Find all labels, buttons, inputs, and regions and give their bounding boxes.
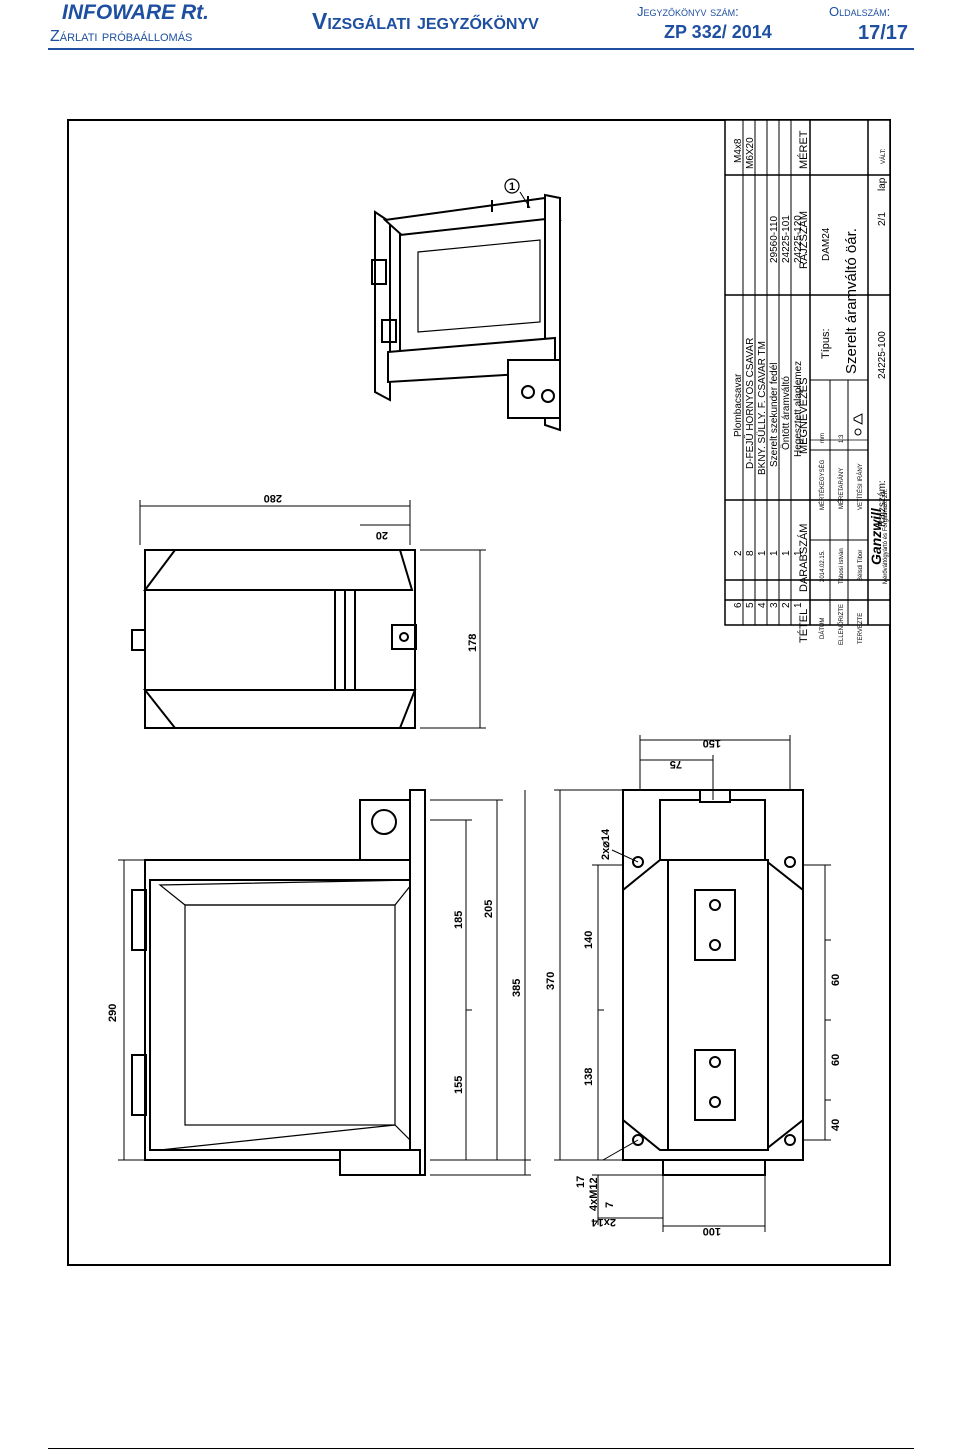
part-row-5-item: 5 [745, 602, 756, 608]
part-row-5-name: D-FEJŰ HORNYOS CSAVAR [742, 338, 756, 469]
change-label: VÁLT: [880, 148, 887, 164]
part-row-5-size: M6X20 [745, 137, 756, 169]
date-value: 2014.02.15. [820, 550, 826, 582]
isometric-view [371, 191, 562, 432]
part-row-4-qty: 1 [757, 550, 768, 556]
dim-185: 185 [453, 911, 465, 929]
part-row-2-qty: 1 [781, 550, 792, 556]
side-view [131, 549, 417, 729]
part-row-4-item: 4 [757, 602, 768, 608]
dim-2x14-holes: 2x⌀14 [600, 828, 612, 860]
front-view [131, 789, 426, 1176]
company-logo: Ganzwill [868, 507, 884, 565]
designed-label: TERVEZTE [858, 613, 864, 644]
item-balloon [504, 178, 520, 194]
part-row-2-drawing: 24225-101 [781, 215, 792, 263]
company-small: Mérőváltógyártó és Forgalmazó Zrt. [883, 489, 889, 584]
report-number: ZP 332/ 2014 [664, 22, 772, 42]
part-row-4-name: BKNY. SÜLLY. F. CSAVAR TM [756, 341, 768, 475]
part-row-6-item: 6 [733, 602, 744, 608]
dim-17: 17 [575, 1176, 587, 1188]
dim-385: 385 [511, 979, 523, 997]
side-view-dimensions [139, 500, 486, 729]
scale-value: 1:3 [839, 434, 845, 443]
report-number-label: Jegyzőkönyv szám: [637, 4, 739, 19]
dim-140: 140 [583, 931, 595, 949]
dim-155: 155 [453, 1076, 465, 1094]
sheet-number: 2/1 [877, 212, 888, 226]
date-label: DÁTUM [819, 618, 826, 639]
projection-label: VETÍTÉSI IRÁNY [857, 463, 864, 510]
dim-205: 205 [483, 900, 495, 918]
col-name-header: MEGNEVEZÉS [797, 378, 810, 454]
item-balloon-label: 1 [509, 181, 515, 193]
top-view-dimensions [554, 735, 831, 1232]
dim-178: 178 [467, 634, 479, 652]
footer-divider [48, 1448, 914, 1449]
document-title: Vizsgálati jegyzőkönyv [312, 8, 539, 34]
page-number: 17/17 [858, 22, 909, 44]
scale-label: MÉRETARÁNY [838, 468, 845, 509]
col-qty-header: DARABSZÁM [797, 524, 810, 592]
title-block [724, 119, 891, 626]
dim-280: 280 [264, 492, 282, 504]
projection-symbol-icon [853, 413, 863, 436]
part-row-1-item: 1 [793, 602, 804, 608]
part-row-2-name: Öntött áramváltó [780, 376, 792, 450]
report-header: INFOWARE Rt. Zárlati próbaállomás Vizsgá… [0, 0, 960, 50]
dim-138: 138 [583, 1068, 595, 1086]
dim-2x14-edge: 2x14 [591, 1216, 616, 1228]
part-row-3-item: 3 [769, 602, 780, 608]
dim-40: 40 [830, 1119, 842, 1131]
dim-20: 20 [376, 529, 388, 541]
part-row-2-item: 2 [781, 602, 792, 608]
part-row-5-qty: 8 [745, 550, 756, 556]
page-number-label: Oldalszám: [829, 4, 891, 19]
part-row-3-name: Szerelt szekunder fedél [769, 362, 780, 467]
drawing-border [67, 119, 891, 1266]
dim-60-a: 60 [830, 974, 842, 986]
part-row-3-drawing: 29560-110 [769, 215, 780, 263]
dim-4xM12: 4xM12 [588, 1177, 600, 1211]
top-view [622, 789, 804, 1176]
front-view-dimensions [118, 790, 531, 1176]
header-divider [48, 48, 914, 50]
col-item-header: TÉTEL [797, 609, 810, 643]
part-row-1-drawing: 24225-120 [793, 215, 804, 263]
drawing-number: 24225-100 [877, 331, 888, 379]
dim-75: 75 [670, 758, 682, 770]
unit-value: mm [820, 433, 826, 443]
part-row-6-qty: 2 [733, 550, 744, 556]
checked-label: ELLENŐRIZTE [838, 604, 845, 645]
part-row-1-name: Hegesztett alaplemez [793, 361, 804, 457]
drawing-description: Szerelt áramváltó öár. [843, 228, 860, 374]
type-value: DAM24 [821, 227, 832, 261]
part-row-6-size: M4x8 [733, 138, 744, 163]
dim-100: 100 [703, 1225, 721, 1237]
drawing-number-label: Rajzszám: [877, 480, 888, 527]
part-row-1-qty: 1 [793, 550, 804, 556]
checked-value: Tábosi István [839, 548, 845, 584]
dim-7: 7 [604, 1202, 616, 1208]
dim-290: 290 [107, 1004, 119, 1022]
designed-value: Bélsdi Tibor [858, 550, 864, 581]
sheet-label: lap [877, 177, 888, 191]
dim-150: 150 [703, 737, 721, 749]
type-label: Típus: [820, 328, 832, 359]
dim-370: 370 [545, 972, 557, 990]
company-name: INFOWARE Rt. [62, 1, 209, 24]
station-name: Zárlati próbaállomás [50, 28, 193, 45]
part-row-3-qty: 1 [769, 550, 780, 556]
col-drawing-header: RAJZSZÁM [797, 211, 810, 269]
part-row-6-name: Plombacsavar [733, 373, 744, 437]
unit-label: MÉRTÉKEGYSÉG [819, 459, 826, 510]
col-size-header: MÉRET [797, 130, 810, 169]
dim-60-b: 60 [830, 1054, 842, 1066]
